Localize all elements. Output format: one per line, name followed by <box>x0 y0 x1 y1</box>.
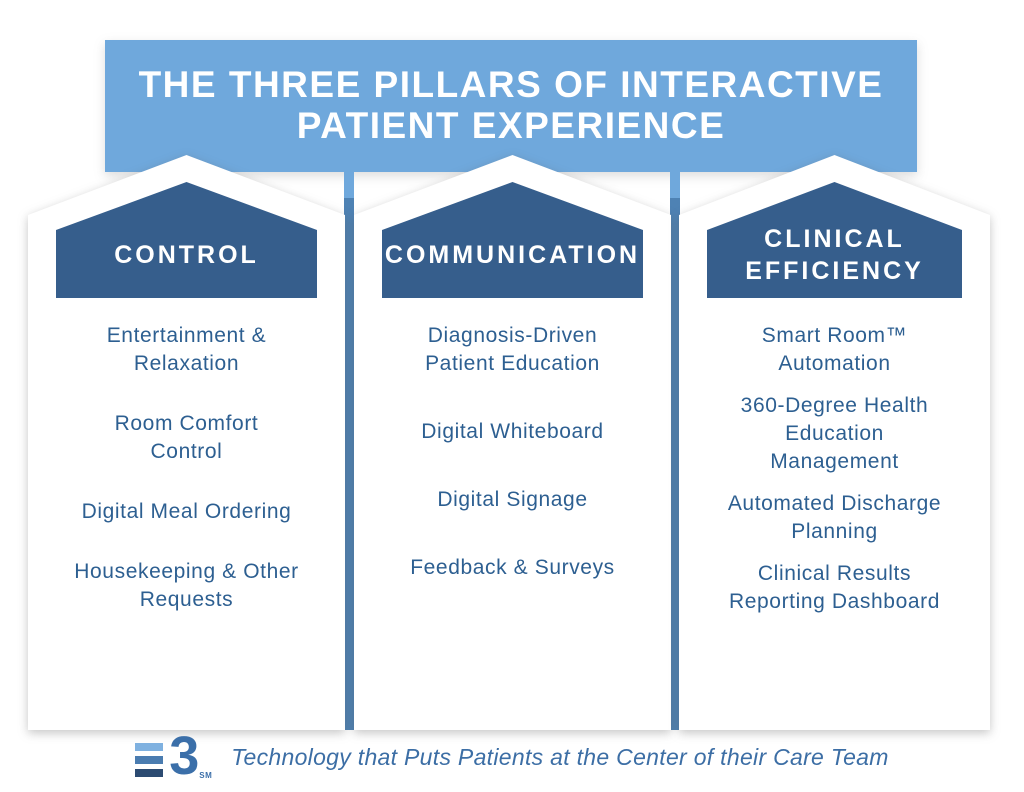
pillar-item: Smart Room™ Automation <box>761 324 908 375</box>
footer-tagline: Technology that Puts Patients at the Cen… <box>231 743 889 770</box>
pillar-item: Clinical Results Reporting Dashboard <box>728 562 941 613</box>
pillar-item: Room Comfort Control <box>114 412 259 463</box>
e3-logo-service-mark: SM <box>199 771 213 780</box>
e3-logo-bar-icon <box>135 756 164 764</box>
pillar-item: Diagnosis-Driven Patient Education <box>425 324 600 375</box>
e3-logo: 3 SM <box>135 729 212 783</box>
pillar-item: Housekeeping & Other Requests <box>74 560 299 611</box>
pillar-item: 360-Degree Health Education Management <box>740 394 929 473</box>
pillar-communication-body: COMMUNICATION Diagnosis-Driven Patient E… <box>354 155 671 730</box>
pillar-control: CONTROL Entertainment & Relaxation Room … <box>28 155 345 730</box>
pillar-item: Entertainment & Relaxation <box>106 324 267 375</box>
pillar-clinical-efficiency-items: Smart Room™ Automation 360-Degree Health… <box>685 322 984 616</box>
pillar-divider <box>670 172 680 730</box>
pillar-item: Feedback & Surveys <box>410 556 615 579</box>
pillar-clinical-efficiency-header: CLINICAL EFFICIENCY <box>707 182 962 298</box>
e3-logo-bar-icon <box>135 743 164 751</box>
page-title: THE THREE PILLARS OF INTERACTIVE PATIENT… <box>138 64 884 146</box>
footer: 3 SM Technology that Puts Patients at th… <box>0 729 1024 787</box>
e3-logo-numeral: 3 <box>169 726 200 786</box>
pillar-item: Digital Signage <box>437 488 588 511</box>
pillar-communication-title: COMMUNICATION <box>384 241 641 269</box>
pillar-item: Automated Discharge Planning <box>727 492 942 543</box>
pillar-control-body: CONTROL Entertainment & Relaxation Room … <box>28 155 345 730</box>
header-banner: THE THREE PILLARS OF INTERACTIVE PATIENT… <box>105 40 917 172</box>
pillar-clinical-efficiency: CLINICAL EFFICIENCY Smart Room™ Automati… <box>679 155 990 730</box>
pillar-item: Digital Whiteboard <box>421 420 604 443</box>
pillar-communication: COMMUNICATION Diagnosis-Driven Patient E… <box>354 155 671 730</box>
pillar-control-header: CONTROL <box>56 182 317 298</box>
pillar-control-title: CONTROL <box>114 241 259 269</box>
e3-logo-bar-icon <box>135 769 164 777</box>
pillar-clinical-efficiency-title: CLINICAL EFFICIENCY <box>745 225 924 285</box>
pillar-communication-items: Diagnosis-Driven Patient Education Digit… <box>360 322 665 582</box>
pillar-control-items: Entertainment & Relaxation Room Comfort … <box>34 322 339 614</box>
pillar-item: Digital Meal Ordering <box>81 500 292 523</box>
pillar-communication-header: COMMUNICATION <box>382 182 643 298</box>
pillar-divider <box>344 172 354 730</box>
pillar-clinical-efficiency-body: CLINICAL EFFICIENCY Smart Room™ Automati… <box>679 155 990 730</box>
